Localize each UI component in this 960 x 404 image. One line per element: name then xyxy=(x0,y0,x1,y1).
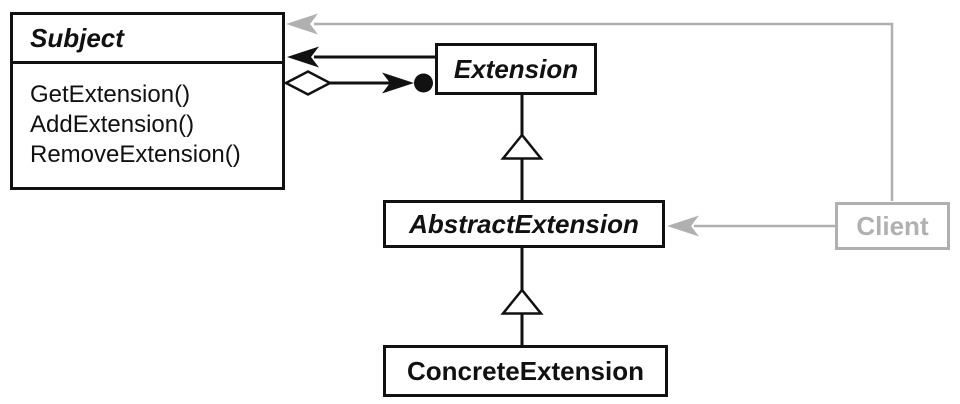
class-extension: Extension xyxy=(435,43,597,95)
inheritance-triangle-icon xyxy=(500,288,544,315)
class-subject-name: Subject xyxy=(13,15,282,64)
inheritance-triangle-icon xyxy=(500,133,544,160)
multiplicity-dot-icon xyxy=(414,73,433,93)
dependency-line xyxy=(314,22,894,201)
association-extension-to-subject xyxy=(287,46,435,68)
class-client-name: Client xyxy=(856,210,929,241)
generalization-abstract-extension-to-extension xyxy=(500,95,544,200)
class-abstract-extension: AbstractExtension xyxy=(383,200,665,248)
aggregation-subject-to-extension xyxy=(283,70,433,96)
class-subject-methods: GetExtension() AddExtension() RemoveExte… xyxy=(13,64,282,170)
black-arrowhead-icon xyxy=(287,46,319,68)
generalization-concrete-extension-to-abstract-extension xyxy=(500,248,544,345)
method-remove-extension: RemoveExtension() xyxy=(30,141,241,168)
black-arrowhead-icon xyxy=(382,72,414,94)
class-concrete-extension-name: ConcreteExtension xyxy=(407,355,644,386)
dependency-client-to-abstract-extension xyxy=(667,215,835,237)
method-get-extension: GetExtension() xyxy=(30,81,191,108)
class-client: Client xyxy=(835,202,950,250)
aggregation-diamond-icon xyxy=(283,70,333,96)
class-concrete-extension: ConcreteExtension xyxy=(383,345,668,397)
class-extension-name: Extension xyxy=(453,53,579,84)
dependency-client-to-subject xyxy=(286,13,894,201)
class-abstract-extension-name: AbstractExtension xyxy=(409,208,639,239)
gray-arrowhead-icon xyxy=(667,215,699,237)
method-add-extension: AddExtension() xyxy=(30,111,195,138)
class-subject: Subject GetExtension() AddExtension() Re… xyxy=(10,12,285,190)
gray-arrowhead-icon xyxy=(286,13,318,35)
